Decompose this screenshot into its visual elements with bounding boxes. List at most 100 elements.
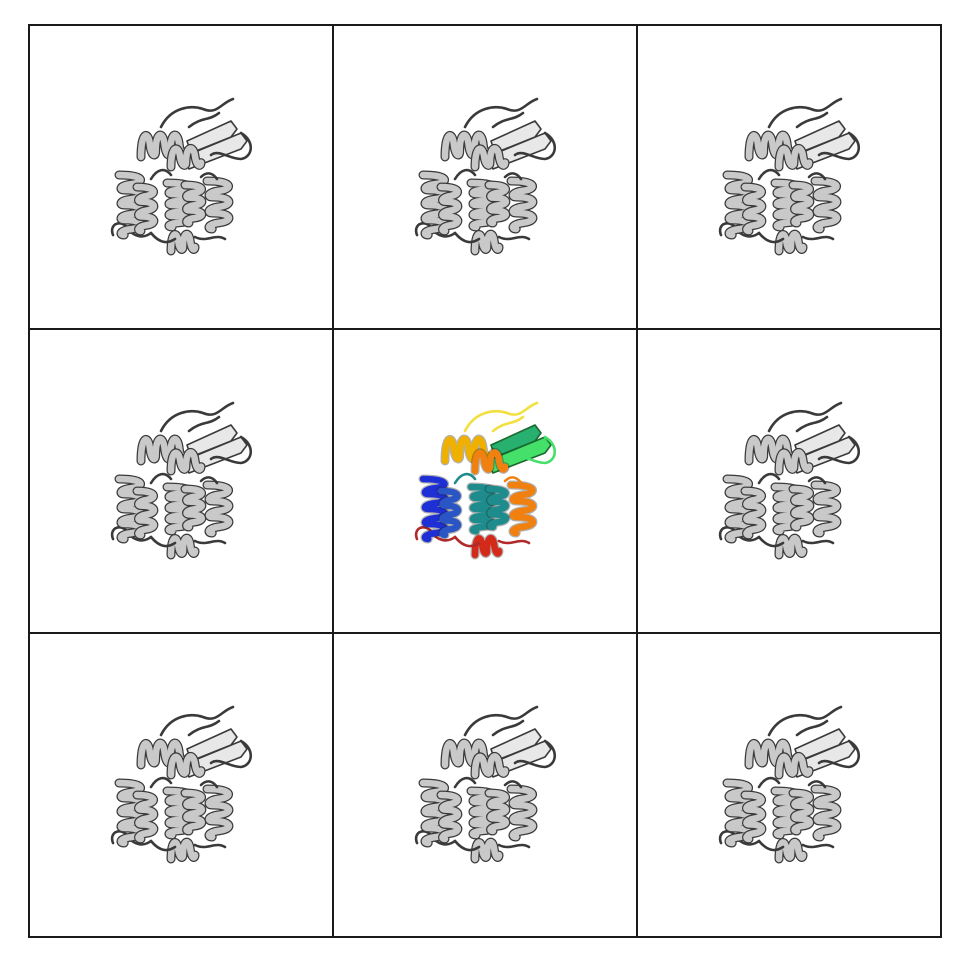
- protein-cartoon: [718, 97, 861, 256]
- alpha-helix: [181, 789, 205, 835]
- alpha-helix: [181, 181, 205, 227]
- alpha-helix: [775, 535, 807, 559]
- alpha-helix: [133, 487, 157, 539]
- coil-segment: [503, 476, 523, 485]
- coil-segment: [817, 131, 861, 161]
- alpha-helix: [811, 785, 841, 841]
- alpha-helix: [203, 177, 233, 233]
- coil-segment: [199, 476, 219, 485]
- grid-cell: [636, 328, 940, 632]
- alpha-helix: [133, 183, 157, 235]
- coil-segment: [503, 172, 523, 181]
- alpha-helix: [441, 131, 493, 161]
- alpha-helix: [789, 485, 813, 531]
- coil-segment: [149, 839, 177, 852]
- coil-segment: [767, 705, 843, 737]
- coil-segment: [513, 131, 557, 161]
- coil-segment: [209, 131, 253, 161]
- protein-cartoon: [110, 705, 253, 864]
- alpha-helix: [203, 785, 233, 841]
- coil-segment: [149, 535, 177, 548]
- coil-segment: [757, 535, 785, 548]
- protein-ribbon-icon: [110, 401, 253, 560]
- protein-ribbon-icon: [414, 705, 557, 864]
- alpha-helix: [441, 739, 493, 769]
- alpha-helix: [437, 487, 461, 539]
- coil-segment: [513, 739, 557, 769]
- protein-cartoon: [414, 97, 557, 256]
- coil-segment: [795, 415, 829, 433]
- grid-cell: [28, 632, 332, 936]
- protein-ribbon-icon: [110, 97, 253, 256]
- coil-segment: [801, 843, 835, 849]
- coil-segment: [193, 843, 227, 849]
- alpha-helix: [167, 535, 199, 559]
- grid-cell: [28, 24, 332, 328]
- alpha-helix: [471, 231, 503, 255]
- coil-segment: [497, 235, 531, 241]
- coil-segment: [801, 235, 835, 241]
- alpha-helix: [789, 181, 813, 227]
- alpha-helix: [789, 789, 813, 835]
- grid-cell: [636, 24, 940, 328]
- coil-segment: [497, 539, 531, 545]
- structure-grid: [28, 24, 942, 938]
- alpha-helix: [775, 231, 807, 255]
- coil-segment: [187, 719, 221, 737]
- alpha-helix: [137, 739, 189, 769]
- alpha-helix: [181, 485, 205, 531]
- coil-segment: [757, 168, 781, 181]
- coil-segment: [463, 401, 539, 433]
- alpha-helix: [137, 435, 189, 465]
- coil-segment: [817, 739, 861, 769]
- alpha-helix: [741, 487, 765, 539]
- coil-segment: [453, 776, 477, 789]
- coil-segment: [795, 719, 829, 737]
- alpha-helix: [203, 481, 233, 537]
- coil-segment: [757, 231, 785, 244]
- alpha-helix: [441, 435, 493, 465]
- alpha-helix: [471, 753, 509, 779]
- coil-segment: [757, 839, 785, 852]
- alpha-helix: [471, 449, 509, 475]
- coil-segment: [149, 776, 173, 789]
- alpha-helix: [745, 739, 797, 769]
- coil-segment: [757, 776, 781, 789]
- protein-ribbon-icon: [718, 401, 861, 560]
- coil-segment: [159, 705, 235, 737]
- coil-segment: [817, 435, 861, 465]
- alpha-helix: [775, 753, 813, 779]
- coil-segment: [209, 435, 253, 465]
- coil-segment: [491, 719, 525, 737]
- protein-cartoon: [110, 97, 253, 256]
- alpha-helix: [741, 791, 765, 843]
- grid-cell: [636, 632, 940, 936]
- coil-segment: [193, 539, 227, 545]
- alpha-helix: [437, 183, 461, 235]
- alpha-helix: [745, 131, 797, 161]
- coil-segment: [193, 235, 227, 241]
- alpha-helix: [811, 481, 841, 537]
- coil-segment: [795, 111, 829, 129]
- coil-segment: [767, 401, 843, 433]
- coil-segment: [503, 780, 523, 789]
- coil-segment: [149, 472, 173, 485]
- coil-segment: [159, 97, 235, 129]
- coil-segment: [453, 535, 481, 548]
- coil-segment: [463, 705, 539, 737]
- coil-segment: [801, 539, 835, 545]
- alpha-helix: [485, 485, 509, 531]
- coil-segment: [513, 435, 557, 465]
- alpha-helix: [133, 791, 157, 843]
- coil-segment: [807, 476, 827, 485]
- alpha-helix: [437, 791, 461, 843]
- protein-ribbon-icon: [414, 97, 557, 256]
- alpha-helix: [775, 839, 807, 863]
- coil-segment: [497, 843, 531, 849]
- grid-cell: [332, 632, 636, 936]
- coil-segment: [187, 415, 221, 433]
- alpha-helix: [167, 145, 205, 171]
- grid-cell: [332, 24, 636, 328]
- grid-cell: [28, 328, 332, 632]
- protein-cartoon: [414, 705, 557, 864]
